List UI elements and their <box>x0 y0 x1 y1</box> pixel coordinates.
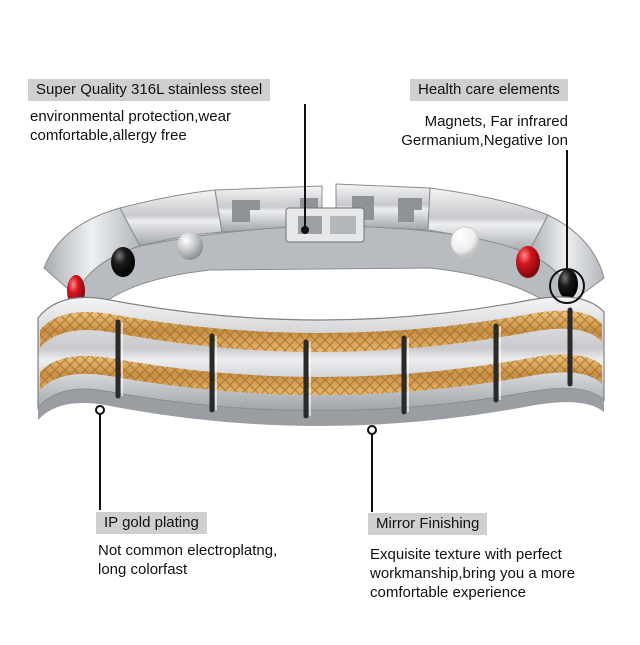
magnifier-circle <box>549 268 585 304</box>
steel-desc-line-2: comfortable,allergy free <box>30 127 187 144</box>
health-desc-line-2: Germanium,Negative Ion <box>401 132 568 149</box>
bracelet-front-band <box>37 296 605 426</box>
steel-desc-line-1: environmental protection,wear <box>30 108 231 125</box>
white-stone-icon <box>450 226 480 258</box>
callout-leaders <box>95 104 585 512</box>
mirror-desc-line-2: workmanship,bring you a more <box>370 565 576 582</box>
red-magnet-icon <box>516 246 540 278</box>
gold-desc-line-1: Not common electroplatng, <box>98 542 278 559</box>
gold-callout-title: IP gold plating <box>96 512 207 534</box>
health-callout-title: Health care elements <box>410 79 568 101</box>
gold-desc-line-2: long colorfast <box>98 561 188 578</box>
health-callout-desc: Magnets, Far infrared Germanium,Negative… <box>401 112 568 150</box>
black-magnet-icon <box>111 247 135 277</box>
health-elements <box>67 226 578 307</box>
black-magnet-icon <box>558 269 578 299</box>
mirror-callout-title: Mirror Finishing <box>368 513 488 535</box>
mirror-desc-line-1: Exquisite texture with perfect <box>370 546 562 563</box>
steel-callout-desc: environmental protection,wear comfortabl… <box>30 107 231 145</box>
health-desc-line-1: Magnets, Far infrared <box>424 113 568 130</box>
steel-callout-title: Super Quality 316L stainless steel <box>28 79 271 101</box>
mirror-desc-line-3: comfortable experience <box>370 584 526 601</box>
mirror-callout-desc: Exquisite texture with perfect workmansh… <box>370 545 575 602</box>
silver-magnet-icon <box>177 232 203 260</box>
gold-callout-desc: Not common electroplatng, long colorfast <box>98 541 277 579</box>
